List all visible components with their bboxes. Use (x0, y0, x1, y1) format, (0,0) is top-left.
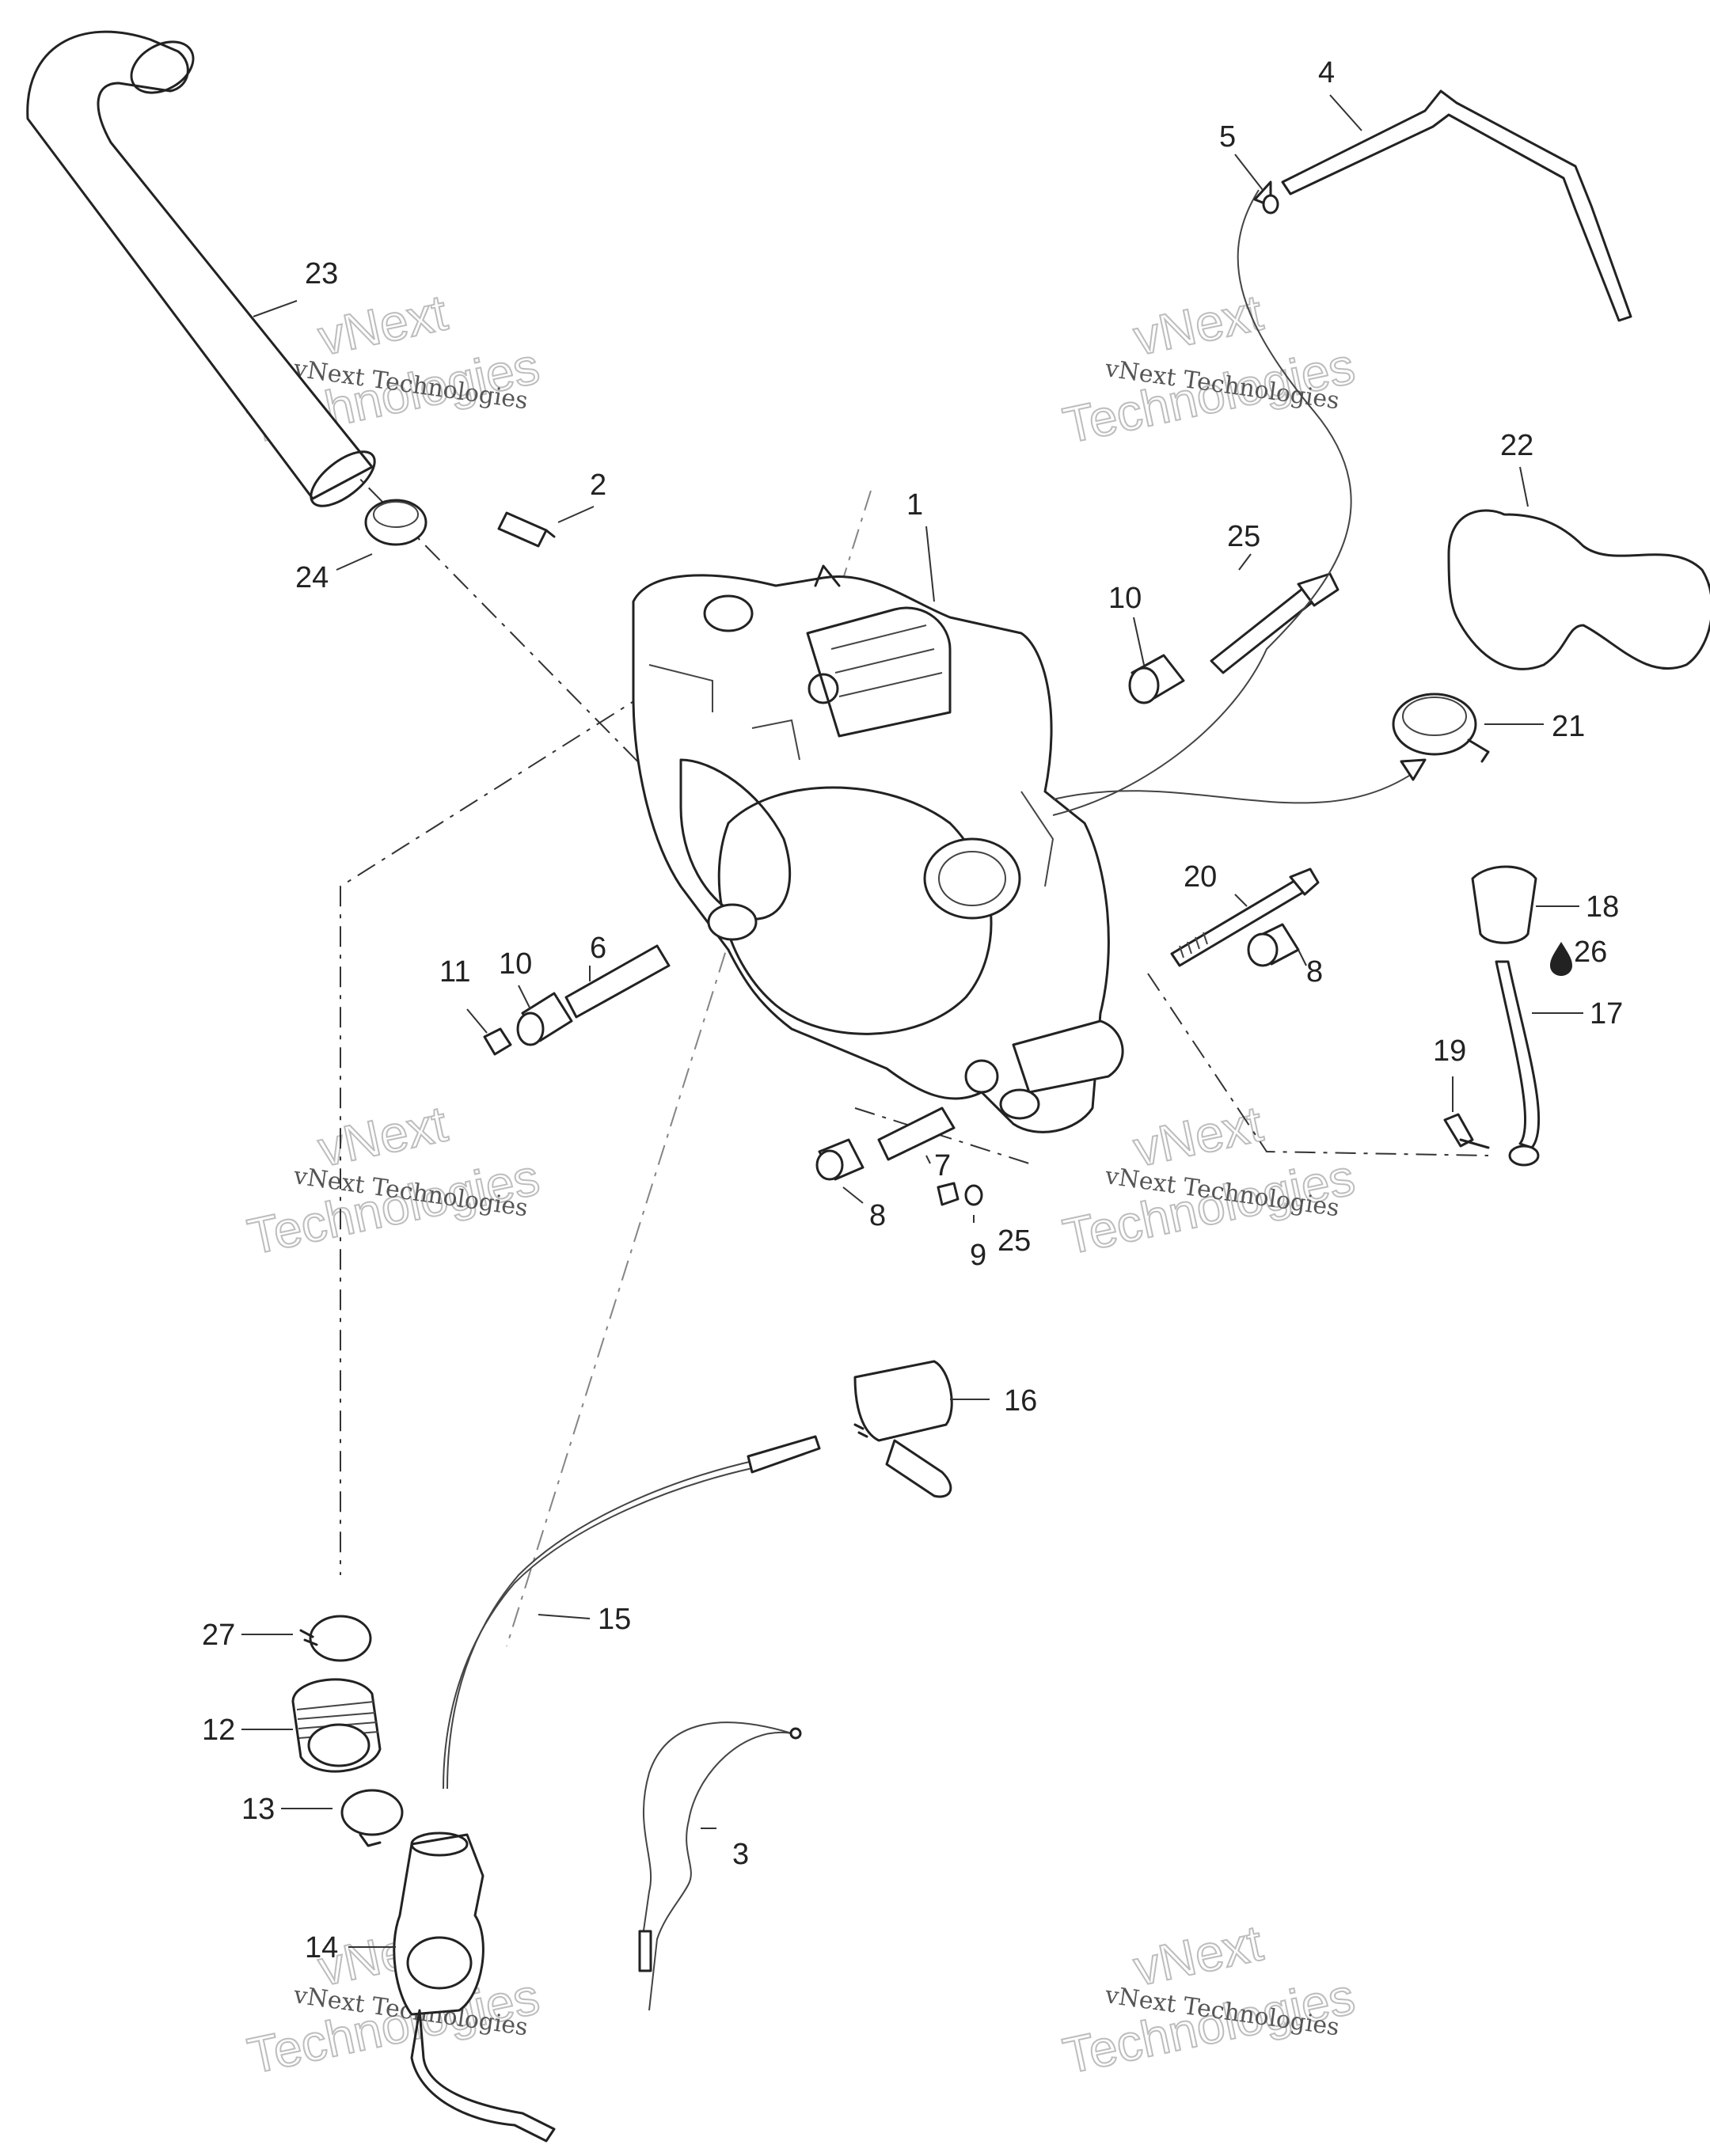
throttle-cable (443, 1435, 821, 1790)
callout-3: 3 (732, 1838, 749, 1871)
watermark-big-top: vNext (1129, 283, 1267, 366)
callout-18: 18 (1586, 890, 1619, 924)
watermark-top-right: vNext Technologies (1058, 283, 1360, 454)
spacer-6 (564, 944, 671, 1019)
spark-plug (497, 511, 556, 548)
ground-cable (1495, 960, 1541, 1167)
assembly-line-ground (1147, 973, 1489, 1156)
callout-13: 13 (241, 1793, 275, 1826)
callout-20: 20 (1184, 860, 1217, 894)
washer-25 (964, 1184, 983, 1206)
callout-22: 22 (1500, 429, 1533, 462)
engine-block (632, 564, 1124, 1133)
callout-10-upper: 10 (1108, 582, 1142, 615)
callout-25-lower: 25 (998, 1224, 1031, 1258)
assembly-line-axle (854, 1107, 1030, 1164)
callout-15: 15 (598, 1603, 631, 1636)
spacer-7 (877, 1106, 956, 1161)
nut-9 (937, 1182, 960, 1206)
ground-bolt (1443, 1113, 1490, 1149)
callout-7: 7 (934, 1149, 951, 1182)
vent-fitting (1262, 194, 1279, 214)
callout-23: 23 (305, 257, 338, 290)
throttle-housing (853, 1360, 953, 1498)
assembly-line-intake (340, 648, 717, 1575)
callout-8-lower: 8 (869, 1199, 886, 1232)
callout-27: 27 (202, 1619, 235, 1652)
watermark-big-top: vNext (314, 1095, 452, 1177)
left-mount-set (483, 944, 671, 1056)
vent-tube (1281, 89, 1632, 322)
callout-1: 1 (906, 488, 923, 522)
callout-12: 12 (202, 1714, 235, 1747)
watermark-big-top: vNext (314, 283, 452, 366)
watermark-big-top: vNext (1129, 1095, 1267, 1177)
carburetor (393, 1831, 556, 2143)
watermark-bottom-right: vNext Technologies (1058, 1913, 1360, 2085)
oil-drop-icon (1550, 942, 1572, 976)
watermark-bottom-left: vNext Technologies (242, 1913, 545, 2085)
air-intake-boot (1447, 509, 1710, 670)
hose-clamp-21 (1392, 693, 1490, 763)
callout-21: 21 (1552, 710, 1585, 743)
callout-14: 14 (305, 1931, 338, 1964)
callout-6: 6 (590, 932, 606, 965)
intake-clamp-13 (340, 1789, 404, 1847)
callout-2: 2 (590, 469, 606, 502)
callout-16: 16 (1004, 1384, 1037, 1418)
terminal-boot (1471, 865, 1537, 944)
mount-bolt-20 (1170, 867, 1320, 967)
bushing-upper (1128, 654, 1185, 704)
exhaust-pipe (26, 30, 376, 507)
leader-lines (241, 94, 1583, 1948)
callout-4: 4 (1318, 56, 1335, 89)
intake-clamp-27 (299, 1615, 372, 1662)
choke-cable (638, 1721, 802, 2011)
callout-8-right: 8 (1306, 955, 1323, 989)
watermark-big-top: vNext (1129, 1914, 1267, 1996)
callout-labels: 4 5 23 24 2 1 25 10 22 21 20 8 18 26 17 … (202, 56, 1623, 1964)
fuel-hose (1052, 180, 1427, 816)
callout-26: 26 (1574, 936, 1607, 969)
watermark-mid-left: vNext Technologies (242, 1094, 545, 1266)
intake-adapter (291, 1678, 382, 1773)
callout-10-left: 10 (499, 947, 532, 981)
callout-25-upper: 25 (1227, 520, 1260, 553)
callout-11: 11 (439, 955, 470, 989)
nut-11 (483, 1027, 512, 1056)
callout-19: 19 (1433, 1034, 1466, 1068)
callout-17: 17 (1590, 997, 1623, 1031)
callout-5: 5 (1219, 120, 1236, 154)
bushing-right (1247, 923, 1300, 967)
lower-mount-set (815, 1106, 983, 1206)
callout-24: 24 (295, 561, 329, 594)
callout-9: 9 (970, 1239, 986, 1272)
exhaust-clamp (364, 499, 428, 546)
